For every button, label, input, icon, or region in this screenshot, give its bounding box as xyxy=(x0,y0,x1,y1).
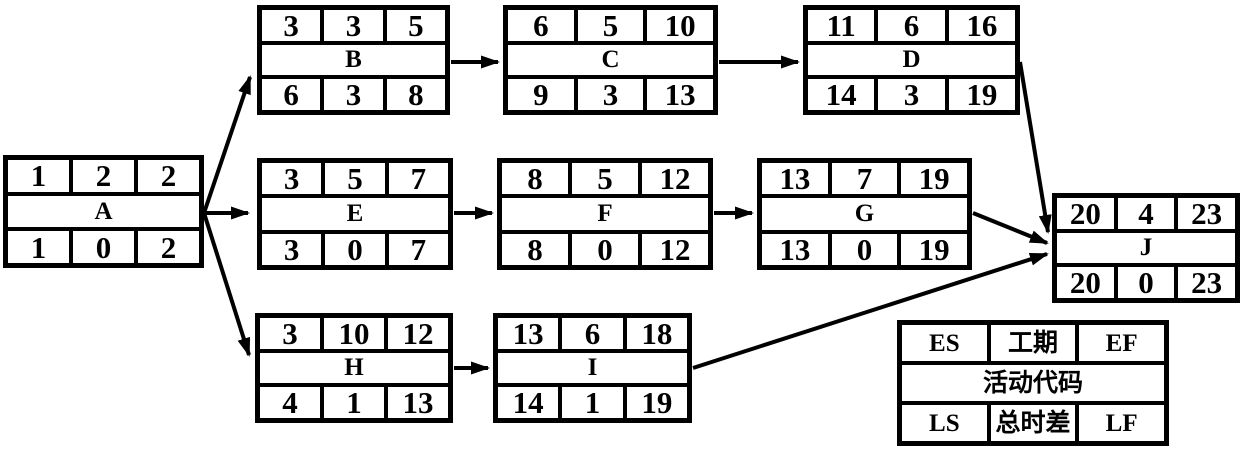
ls-value: 9 xyxy=(506,77,576,112)
ef-value: 18 xyxy=(624,316,689,351)
ef-value: 2 xyxy=(136,158,201,194)
activity-node-D: 11 6 16 D 14 3 19 xyxy=(803,5,1020,115)
legend-box: ES 工期 EF 活动代码 LS 总时差 LF xyxy=(897,320,1169,446)
lf-value: 19 xyxy=(946,77,1017,112)
activity-code: F xyxy=(500,196,710,232)
lf-value: 23 xyxy=(1176,265,1237,300)
activity-node-F: 8 5 12 F 8 0 12 xyxy=(497,158,713,270)
activity-code: A xyxy=(6,193,201,230)
duration-value: 3 xyxy=(322,8,385,43)
total-float-value: 0 xyxy=(829,231,900,267)
es-value: 11 xyxy=(806,8,877,43)
lf-value: 8 xyxy=(384,77,447,112)
duration-value: 5 xyxy=(575,8,646,43)
total-float-value: 0 xyxy=(71,229,136,265)
es-value: 13 xyxy=(496,316,561,351)
activity-node-B: 3 3 5 B 6 3 8 xyxy=(257,5,450,115)
ef-value: 23 xyxy=(1176,196,1237,231)
ef-value: 19 xyxy=(899,161,969,197)
duration-value: 10 xyxy=(322,316,386,351)
activity-node-A: 1 2 2 A 1 0 2 xyxy=(3,155,204,268)
duration-value: 5 xyxy=(323,161,387,197)
activity-node-J: 20 4 23 J 20 0 23 xyxy=(1052,193,1240,303)
ef-value: 12 xyxy=(640,161,710,197)
lf-value: 19 xyxy=(624,385,689,420)
activity-node-C: 6 5 10 C 9 3 13 xyxy=(503,5,718,115)
legend-total-float-label: 总时差 xyxy=(988,403,1078,443)
activity-code: H xyxy=(258,350,450,386)
activity-node-I: 13 6 18 I 14 1 19 xyxy=(493,313,692,423)
total-float-value: 3 xyxy=(876,77,947,112)
es-value: 8 xyxy=(500,161,570,197)
ls-value: 4 xyxy=(258,385,322,420)
ef-value: 5 xyxy=(384,8,447,43)
duration-value: 4 xyxy=(1115,196,1177,231)
activity-code: C xyxy=(506,42,715,78)
es-value: 3 xyxy=(260,8,323,43)
legend-es-label: ES xyxy=(900,323,989,363)
ls-value: 8 xyxy=(500,231,570,267)
ef-value: 10 xyxy=(645,8,715,43)
duration-value: 6 xyxy=(876,8,947,43)
legend-lf-label: LF xyxy=(1077,403,1166,443)
legend-duration-label: 工期 xyxy=(988,323,1078,363)
activity-node-H: 3 10 12 H 4 1 13 xyxy=(255,313,453,423)
ef-value: 12 xyxy=(386,316,450,351)
ls-value: 14 xyxy=(806,77,877,112)
total-float-value: 0 xyxy=(323,231,387,267)
activity-code: G xyxy=(760,196,969,232)
activity-code: E xyxy=(260,196,450,232)
activity-code: I xyxy=(496,350,689,386)
duration-value: 6 xyxy=(560,316,625,351)
ls-value: 13 xyxy=(760,231,830,267)
arrow-d-j xyxy=(1018,61,1052,234)
ls-value: 1 xyxy=(6,229,71,265)
duration-value: 2 xyxy=(71,158,136,194)
lf-value: 12 xyxy=(640,231,710,267)
es-value: 13 xyxy=(760,161,830,197)
total-float-value: 0 xyxy=(1115,265,1177,300)
total-float-value: 3 xyxy=(575,77,646,112)
arrow-a-b xyxy=(202,75,252,214)
es-value: 3 xyxy=(260,161,324,197)
arrow-a-h xyxy=(202,212,251,357)
ls-value: 6 xyxy=(260,77,323,112)
ls-value: 14 xyxy=(496,385,561,420)
activity-code: B xyxy=(260,42,447,78)
es-value: 20 xyxy=(1055,196,1116,231)
lf-value: 19 xyxy=(899,231,969,267)
lf-value: 13 xyxy=(386,385,450,420)
activity-code: D xyxy=(806,42,1017,78)
arrow-g-j xyxy=(972,211,1049,245)
ef-value: 7 xyxy=(386,161,450,197)
legend-activity-code-label: 活动代码 xyxy=(900,363,1166,403)
lf-value: 2 xyxy=(136,229,201,265)
legend-ls-label: LS xyxy=(900,403,989,443)
duration-value: 5 xyxy=(570,161,640,197)
total-float-value: 1 xyxy=(560,385,625,420)
lf-value: 13 xyxy=(645,77,715,112)
total-float-value: 0 xyxy=(570,231,640,267)
activity-node-E: 3 5 7 E 3 0 7 xyxy=(257,158,453,270)
ef-value: 16 xyxy=(946,8,1017,43)
ls-value: 3 xyxy=(260,231,324,267)
activity-node-G: 13 7 19 G 13 0 19 xyxy=(757,158,972,270)
es-value: 3 xyxy=(258,316,322,351)
total-float-value: 1 xyxy=(322,385,386,420)
es-value: 1 xyxy=(6,158,71,194)
legend-ef-label: EF xyxy=(1077,323,1166,363)
activity-code: J xyxy=(1055,230,1237,266)
lf-value: 7 xyxy=(386,231,450,267)
total-float-value: 3 xyxy=(322,77,385,112)
duration-value: 7 xyxy=(829,161,900,197)
ls-value: 20 xyxy=(1055,265,1116,300)
es-value: 6 xyxy=(506,8,576,43)
